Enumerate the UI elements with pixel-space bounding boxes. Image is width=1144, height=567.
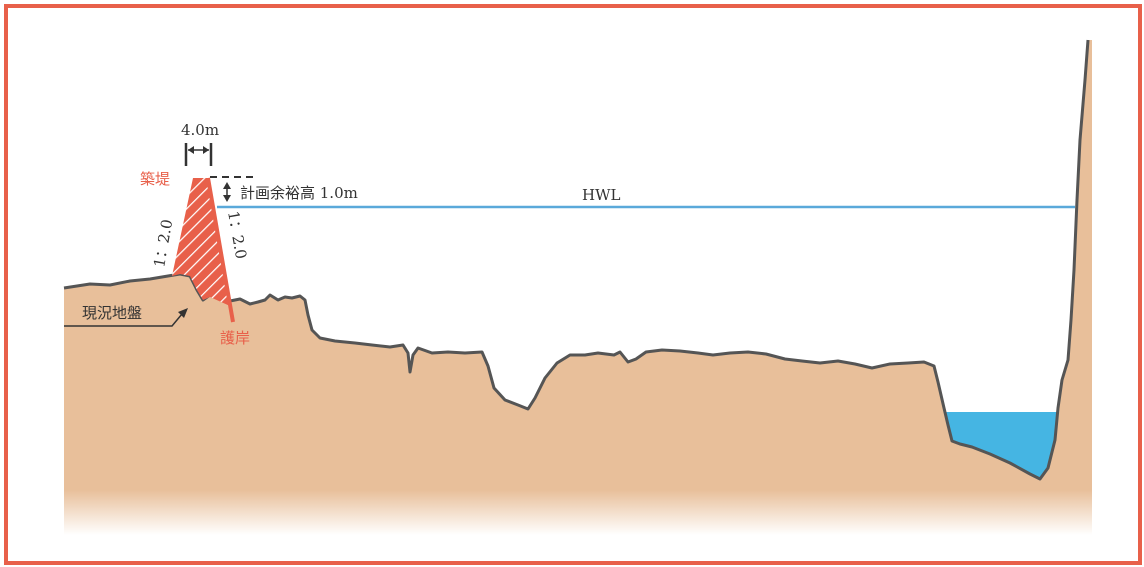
slope-left-label: 1：2.0 — [150, 218, 176, 269]
ground-fade — [64, 490, 1092, 535]
existing-ground-label: 現況地盤 — [82, 304, 142, 322]
slope-right-label: 1：2.0 — [224, 210, 250, 261]
crest-arrowhead-left — [188, 146, 194, 154]
crest-width-label: 4.0m — [181, 121, 219, 139]
embankment-body — [172, 178, 230, 306]
ground-outline — [63, 39, 1090, 481]
freeboard-label: 計画余裕高 1.0m — [240, 184, 358, 202]
ground-body — [64, 40, 1092, 490]
revetment-line — [206, 177, 235, 323]
existing-ground-leader — [64, 313, 183, 327]
embankment-label: 築堤 — [140, 170, 170, 188]
existing-ground-leader-arrowhead — [178, 308, 188, 318]
revetment-label: 護岸 — [220, 329, 250, 347]
freeboard-arrowhead-up — [223, 182, 231, 189]
hwl-label: HWL — [582, 186, 620, 204]
freeboard-arrowhead-down — [223, 195, 231, 202]
river-water — [944, 412, 1058, 479]
crest-arrowhead-right — [203, 146, 209, 154]
